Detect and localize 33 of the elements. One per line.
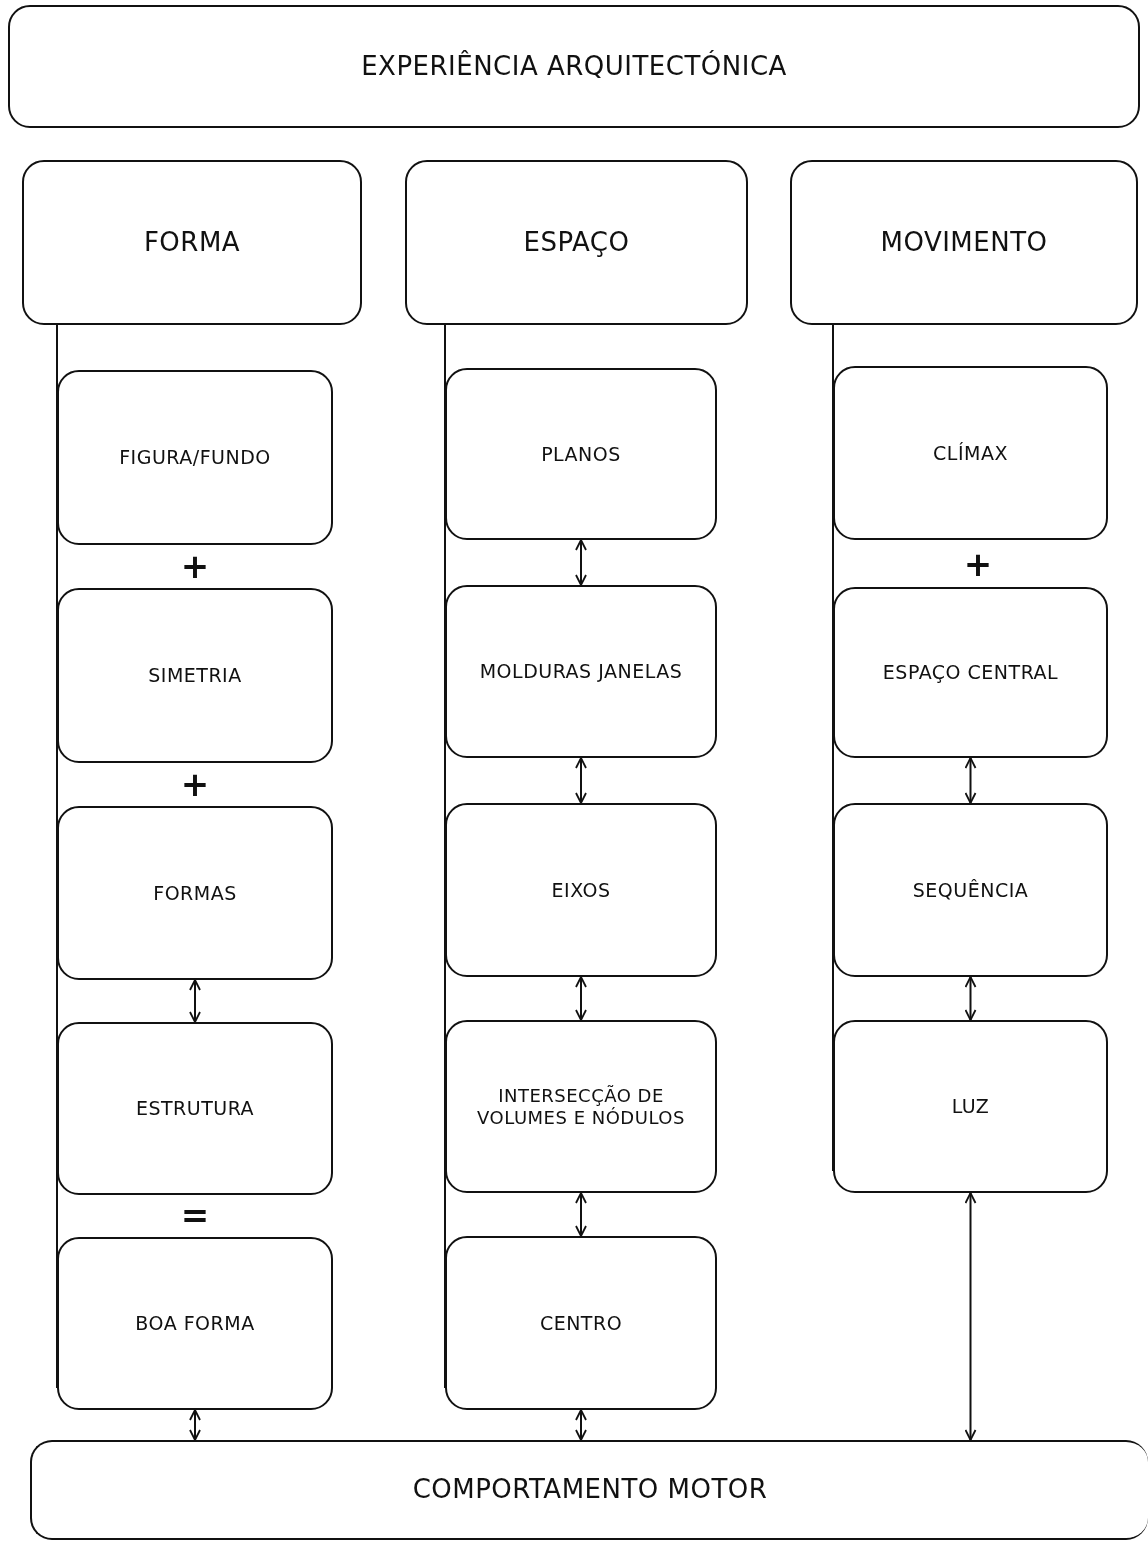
concept-box: CLÍMAX	[833, 366, 1108, 540]
category-box: ESPAÇO	[405, 160, 748, 325]
double-arrow	[575, 1409, 587, 1441]
category-box: MOVIMENTO	[790, 160, 1138, 325]
concept-box: ESPAÇO CENTRAL	[833, 587, 1108, 758]
double-arrow	[575, 539, 587, 586]
concept-box: PLANOS	[445, 368, 717, 540]
concept-box: LUZ	[833, 1020, 1108, 1193]
double-arrow	[964, 757, 977, 804]
operator-sign: =	[180, 1198, 210, 1232]
concept-box: FORMAS	[57, 806, 333, 980]
operator-sign: +	[180, 767, 210, 801]
double-arrow	[575, 976, 587, 1021]
concept-box: BOA FORMA	[57, 1237, 333, 1410]
banner-box: EXPERIÊNCIA ARQUITECTÓNICA	[8, 5, 1140, 128]
concept-box: FIGURA/FUNDO	[57, 370, 333, 545]
double-arrow	[189, 1409, 201, 1441]
double-arrow	[964, 976, 977, 1021]
concept-box: ESTRUTURA	[57, 1022, 333, 1195]
double-arrow	[189, 979, 201, 1023]
concept-box: SIMETRIA	[57, 588, 333, 763]
concept-box: INTERSECÇÃO DE VOLUMES E NÓDULOS	[445, 1020, 717, 1193]
category-box: FORMA	[22, 160, 362, 325]
banner-box: COMPORTAMENTO MOTOR	[30, 1440, 1148, 1540]
double-arrow	[575, 757, 587, 804]
double-arrow	[964, 1192, 977, 1441]
concept-box: SEQUÊNCIA	[833, 803, 1108, 977]
double-arrow	[575, 1192, 587, 1237]
concept-box: MOLDURAS JANELAS	[445, 585, 717, 758]
concept-box: CENTRO	[445, 1236, 717, 1410]
operator-sign: +	[180, 549, 210, 583]
concept-box: EIXOS	[445, 803, 717, 977]
operator-sign: +	[963, 547, 993, 581]
